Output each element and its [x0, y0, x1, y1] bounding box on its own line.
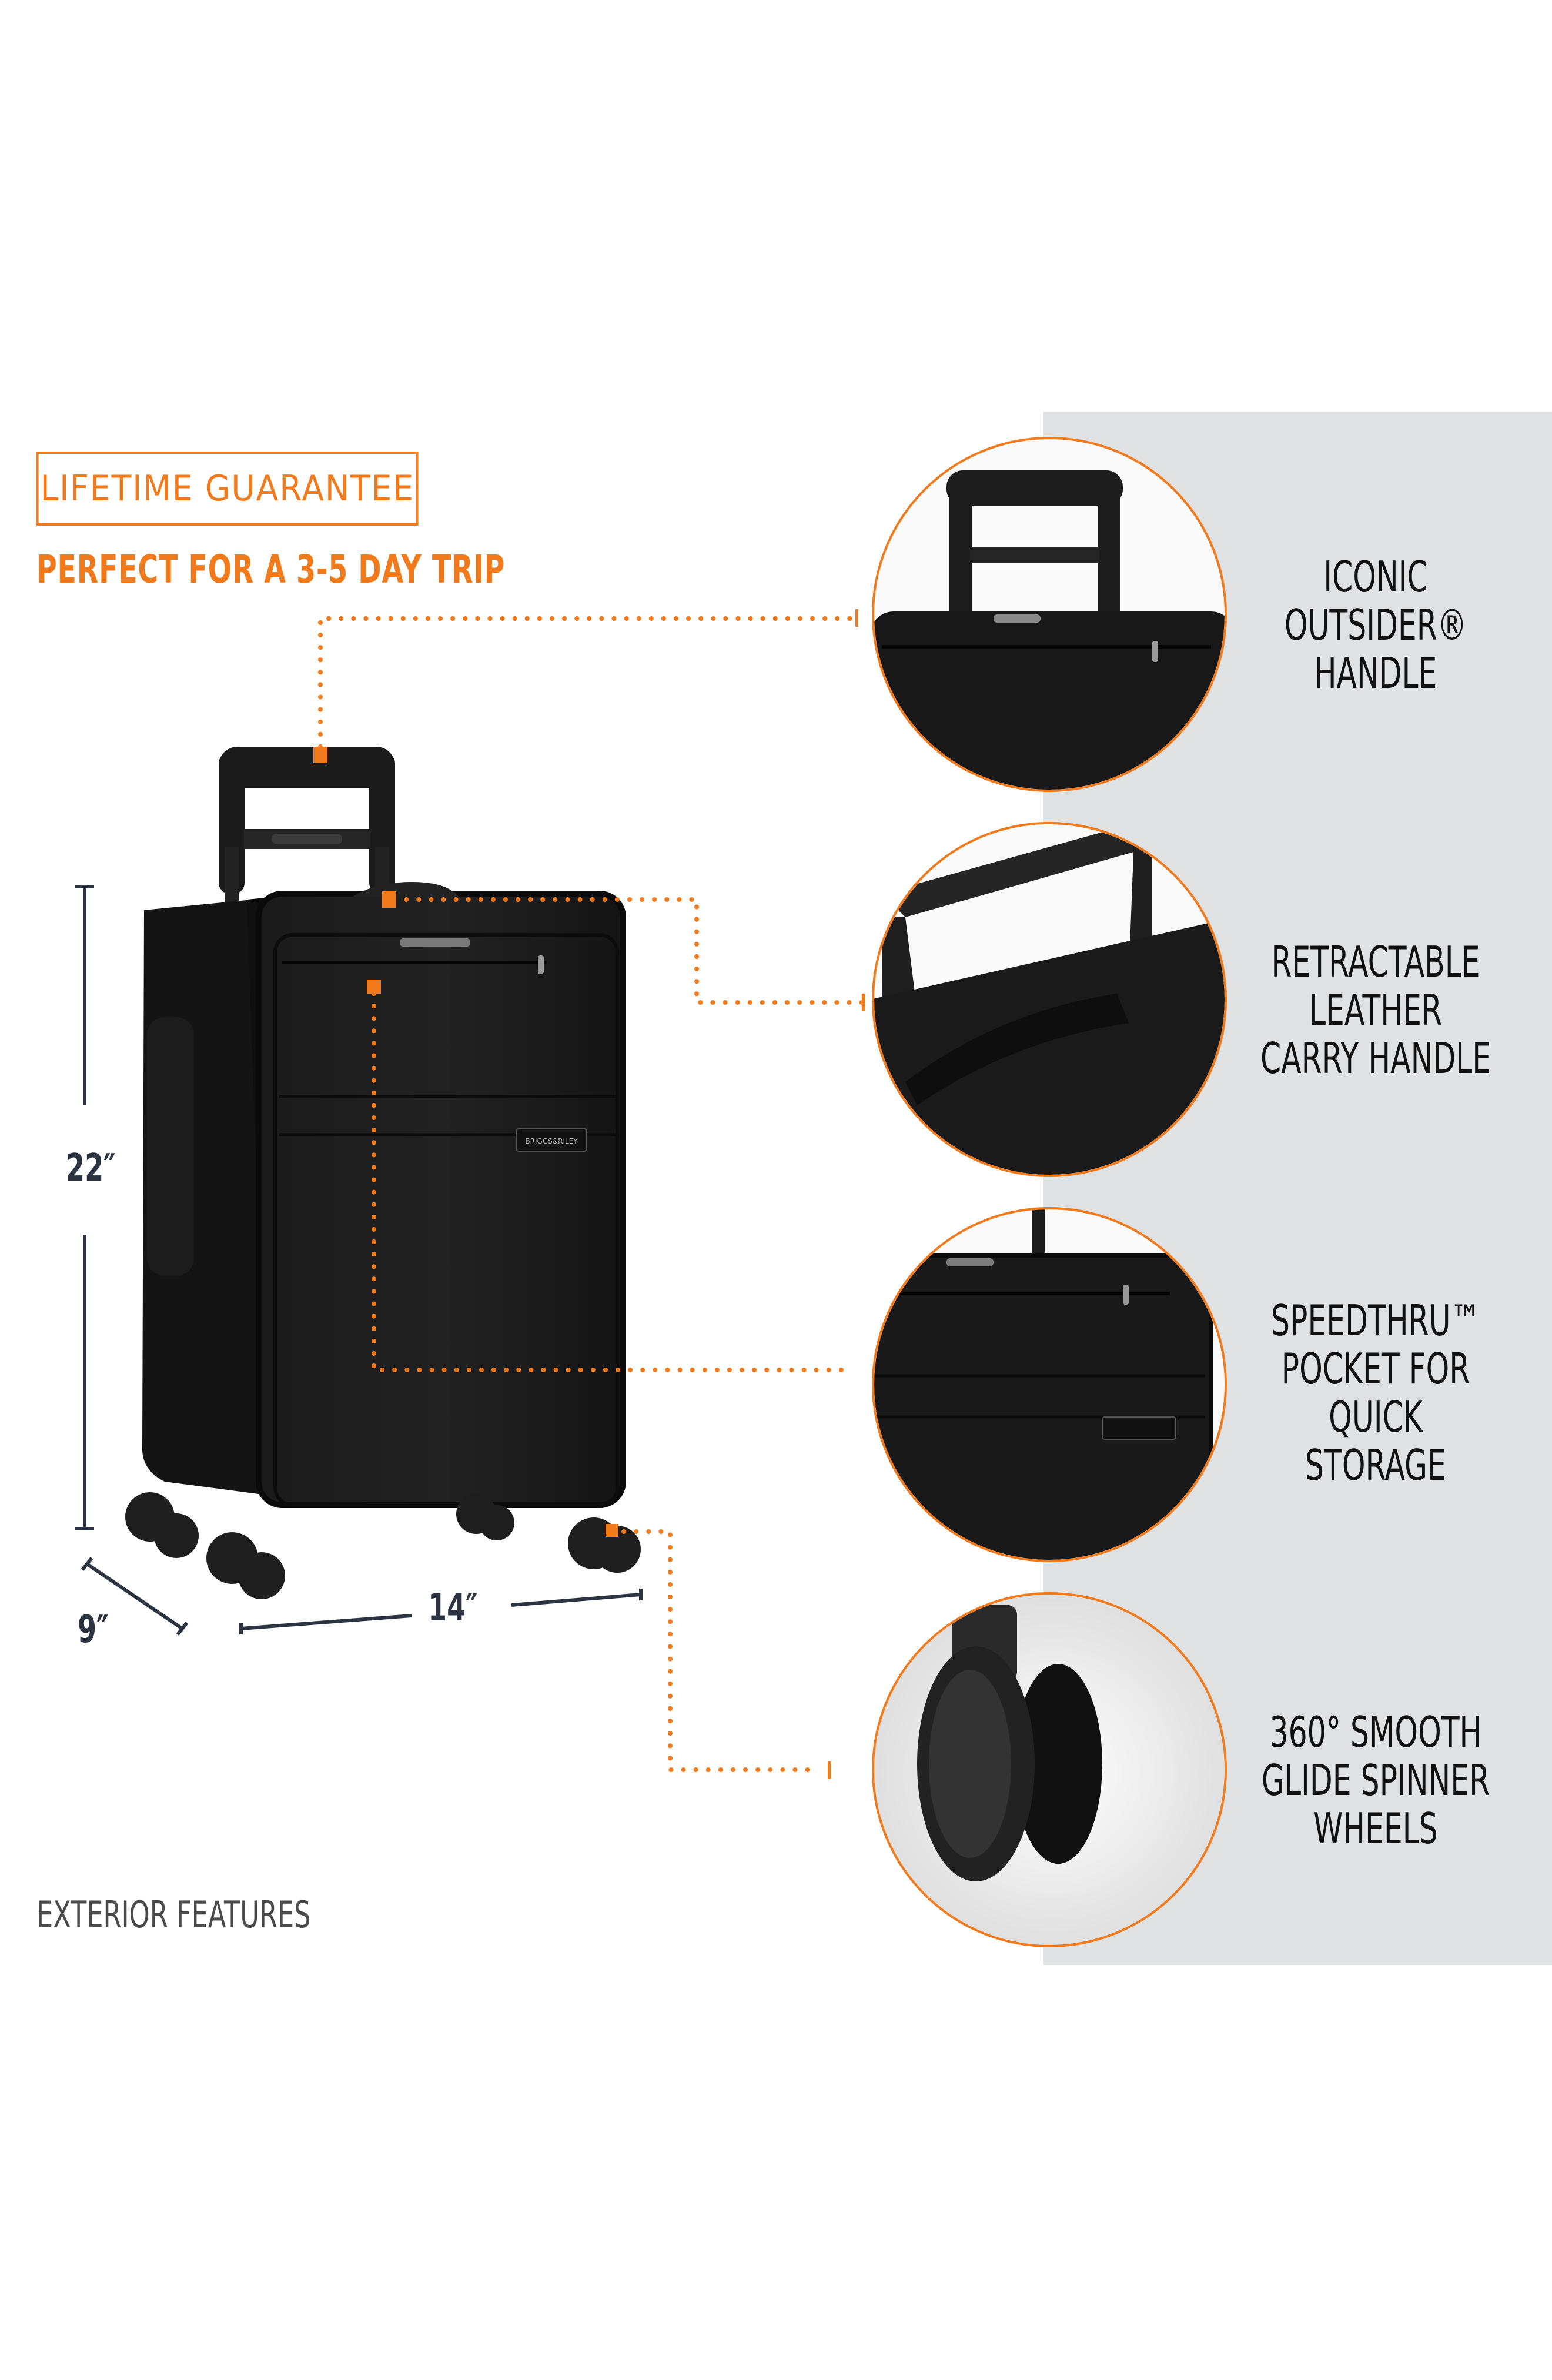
callout-markers — [313, 609, 865, 1779]
suitcase-image: BRIGGS&RILEY — [125, 747, 641, 1599]
feature-label-carry-handle: RETRACTABLE LEATHER CARRY HANDLE — [1260, 937, 1491, 1083]
feature-label-speedthru-pocket: SPEEDTHRU™ POCKET FOR QUICK STORAGE — [1271, 1296, 1480, 1490]
feature-photo-carry-handle — [874, 824, 1225, 1175]
depth-dimension-label: 9″ — [78, 1608, 109, 1652]
feature-photo-speedthru-pocket — [874, 1209, 1225, 1560]
dimension-lines — [75, 885, 643, 1636]
lifetime-guarantee-badge: LIFETIME GUARANTEE — [36, 452, 419, 526]
trip-length-subtitle: PERFECT FOR A 3-5 DAY TRIP — [36, 547, 506, 592]
feature-label-outsider-handle: ICONIC OUTSIDER® HANDLE — [1284, 552, 1467, 698]
feature-photo-spinner-wheels — [874, 1595, 1225, 1945]
feature-photo-outsider-handle — [874, 439, 1225, 790]
spinner-wheels — [125, 1492, 641, 1599]
brand-plate: BRIGGS&RILEY — [525, 1137, 578, 1145]
height-dimension-label: 22″ — [66, 1146, 116, 1190]
guarantee-badge-label: LIFETIME GUARANTEE — [40, 468, 414, 509]
feature-label-spinner-wheels: 360° SMOOTH GLIDE SPINNER WHEELS — [1261, 1707, 1490, 1853]
width-dimension-label: 14″ — [428, 1586, 478, 1630]
section-label-exterior-features: EXTERIOR FEATURES — [36, 1893, 311, 1936]
callout-leader-lines — [318, 616, 867, 1772]
